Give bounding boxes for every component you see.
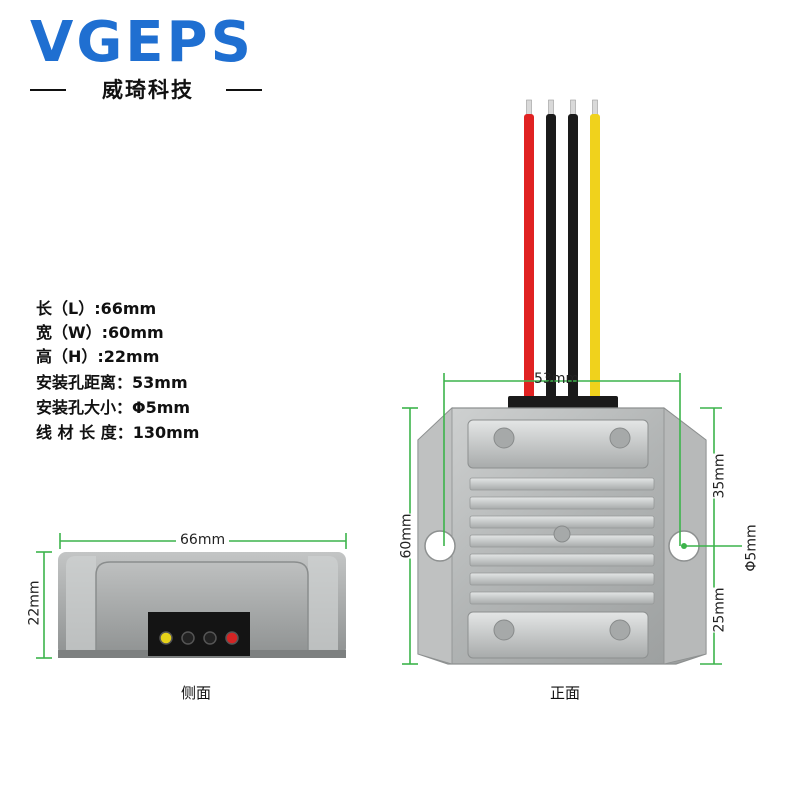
heatsink-fin-4 — [469, 553, 655, 567]
spec-length: 长（L）:66mm — [36, 299, 157, 318]
front-height-label: 60mm — [398, 513, 415, 559]
side-flange-right — [308, 556, 338, 656]
side-terminals — [159, 631, 239, 645]
hole-spacing-label: 53mm — [534, 371, 580, 387]
side-body-outline — [95, 561, 309, 656]
bolt-top-right — [609, 427, 631, 449]
brand-divider-right — [226, 89, 262, 91]
wire-2 — [568, 114, 578, 400]
heatsink-fin-0 — [469, 477, 655, 491]
front-bolt-heads — [493, 427, 631, 641]
bolt-bottom-right — [609, 619, 631, 641]
mounting-hole-left — [424, 530, 456, 562]
brand-subtitle: 威琦科技 — [102, 78, 194, 102]
wire-tip-2 — [570, 99, 576, 117]
brand-divider-left — [30, 89, 66, 91]
side-view-caption: 侧面 — [181, 684, 212, 702]
wire-tip-1 — [548, 99, 554, 117]
side-height-label: 22mm — [26, 580, 43, 626]
hole-size-label: Φ5mm — [743, 524, 760, 572]
bolt-top-left — [493, 427, 515, 449]
heatsink-fin-5 — [469, 572, 655, 586]
side-flange-left — [66, 556, 96, 656]
heatsink-fin-6 — [469, 591, 655, 605]
front-wires — [524, 99, 600, 400]
spec-width: 宽（W）:60mm — [36, 323, 164, 342]
terminal-1 — [181, 631, 195, 645]
side-width-label: 66mm — [176, 532, 230, 548]
front-fins — [469, 477, 655, 605]
wire-tip-0 — [526, 99, 532, 117]
front-view-caption: 正面 — [550, 684, 581, 702]
bolt-center — [553, 525, 571, 543]
wire-1 — [546, 114, 556, 400]
terminal-0 — [159, 631, 173, 645]
spec-height: 高（H）:22mm — [36, 347, 160, 366]
side-view — [58, 552, 346, 658]
brand-logo: VGEPS — [30, 10, 254, 75]
front-top-block — [467, 419, 649, 469]
wire-3 — [590, 114, 600, 400]
front-bottom-block — [467, 611, 649, 659]
terminal-2 — [203, 631, 217, 645]
bolt-bottom-left — [493, 619, 515, 641]
heatsink-fin-1 — [469, 496, 655, 510]
spec-hole-size: 安装孔大小：Φ5mm — [36, 398, 191, 417]
spec-hole-spacing: 安装孔距离：53mm — [36, 373, 188, 392]
cable-gland — [508, 396, 618, 410]
spec-wire-length: 线 材 长 度：130mm — [36, 423, 200, 442]
hole-center-mark — [681, 543, 687, 549]
wire-0 — [524, 114, 534, 400]
terminal-3 — [225, 631, 239, 645]
front-view — [417, 407, 707, 665]
side-housing — [58, 552, 346, 656]
lower-offset-label: 25mm — [711, 587, 728, 633]
upper-offset-label: 35mm — [711, 453, 728, 499]
wire-tip-3 — [592, 99, 598, 117]
